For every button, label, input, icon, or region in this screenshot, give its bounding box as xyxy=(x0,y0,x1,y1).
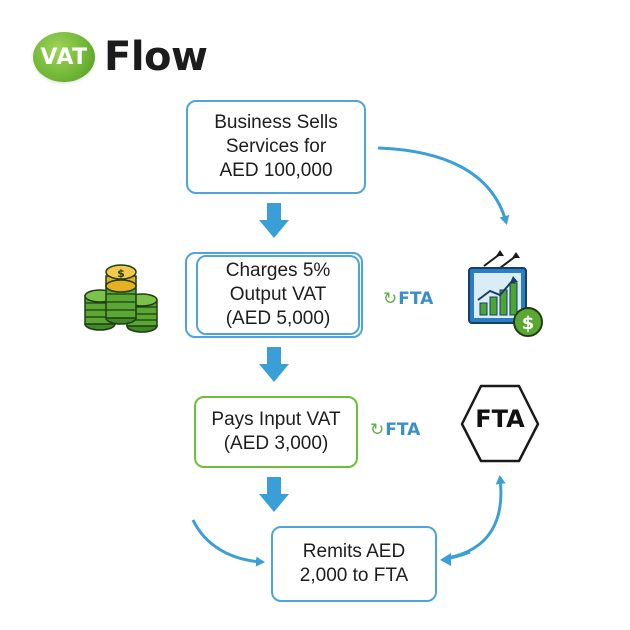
down-arrow-2 xyxy=(259,347,289,382)
step-input-vat: Pays Input VAT (AED 3,000) xyxy=(194,396,358,468)
fta-tag-input-label: FTA xyxy=(385,420,421,440)
fta-tag-input: ↻FTA xyxy=(370,420,420,440)
page-title: Flow xyxy=(104,34,208,80)
coin-stacks-icon: $ xyxy=(84,264,158,333)
svg-text:$: $ xyxy=(117,267,125,280)
curved-arrow-to-chart xyxy=(377,146,510,225)
fta-tag-output: ↻FTA xyxy=(383,289,433,309)
curved-arrow-into-remit xyxy=(191,519,265,567)
dollar-icon: $ xyxy=(513,307,543,337)
down-arrow-3 xyxy=(259,477,289,512)
step-business-sells: Business Sells Services for AED 100,000 xyxy=(186,100,366,194)
fta-tag-output-label: FTA xyxy=(398,289,434,309)
growth-chart-icon xyxy=(468,250,527,324)
fta-authority-label: FTA xyxy=(475,405,525,433)
down-arrow-1 xyxy=(259,203,289,238)
curved-arrow-remit-to-fta xyxy=(446,475,506,560)
hexagon-badge-icon xyxy=(460,384,540,463)
step-output-vat: Charges 5% Output VAT (AED 5,000) xyxy=(196,255,360,335)
loop-arrow-icon: ↻ xyxy=(383,289,398,309)
logo-text: VAT xyxy=(40,44,88,70)
loop-arrow-icon: ↻ xyxy=(370,420,385,440)
vat-logo: VAT xyxy=(33,32,95,82)
svg-text:$: $ xyxy=(522,313,535,334)
step-remit-to-fta: Remits AED 2,000 to FTA xyxy=(271,526,437,602)
